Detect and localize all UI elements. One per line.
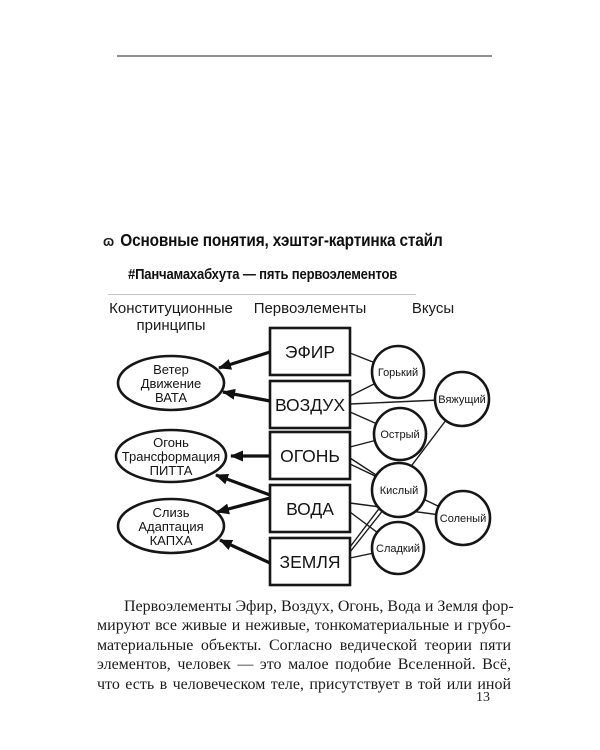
arrow-vozduh-vata (222, 388, 271, 403)
taste-label-ostry: Острый (380, 429, 419, 441)
body-line: материальные объекты. Согласно ведическо… (97, 636, 511, 654)
kapha-line3: КАПХА (150, 533, 193, 548)
kapha-line1: Слизь (153, 505, 190, 520)
taste-circle-vyazhushchy (433, 370, 491, 428)
column-header-principles-line1: Конституционные (109, 300, 233, 317)
vata-line3: ВАТА (155, 390, 187, 405)
element-principle-arrows (215, 350, 271, 565)
element-box-voda (268, 483, 352, 534)
taste-circle-ostry (372, 406, 428, 462)
taste-circle-solyony (434, 489, 492, 547)
arrow-zemlya-kapha (219, 538, 271, 565)
kapha-line2: Адаптация (138, 519, 203, 534)
column-header-principles: Конституционные принципы (90, 300, 252, 334)
body-line: элементов, человек — это малое подобие В… (97, 656, 511, 674)
subtitle-rule (108, 294, 416, 295)
element-box-ogon (268, 430, 352, 481)
column-header-tastes: Вкусы (411, 300, 455, 317)
principle-ellipses: Ветер Движение ВАТА Огонь Трансформация … (114, 354, 228, 555)
header-rule (117, 55, 492, 57)
arrow-voda-kapha (216, 496, 271, 515)
element-box-zemlya (268, 536, 352, 587)
element-box-efir (268, 326, 352, 377)
taste-circle-gorky (370, 344, 426, 400)
element-box-vozduh (268, 379, 352, 430)
taste-label-solyony: Соленый (440, 513, 486, 525)
taste-circle-kisly (370, 461, 428, 519)
pitta-line3: ПИТТА (150, 463, 193, 478)
element-label-voda: ВОДА (286, 499, 334, 519)
section-title: Основные понятия, хэштэг-картинка стайл (120, 230, 443, 250)
element-label-ogon: ОГОНЬ (280, 446, 340, 466)
elements-diagram: ЭФИР ВОЗДУХ ОГОНЬ ВОДА ЗЕМЛЯ Ветер Движе… (114, 326, 492, 587)
column-header-elements: Первоэлементы (253, 300, 367, 317)
principle-ellipse-pitta (114, 428, 228, 484)
body-line: мируют все живые и неживые, тонкоматериа… (97, 617, 511, 635)
section-ornament-icon: ɷ (103, 233, 115, 250)
taste-circles: Горький Вяжущий Острый Кислый Соленый Сл… (370, 344, 492, 576)
page-number: 13 (476, 690, 490, 705)
section-title-row: ɷ Основные понятия, хэштэг-картинка стай… (103, 230, 443, 251)
taste-label-sladky: Сладкий (376, 543, 420, 555)
element-label-vozduh: ВОЗДУХ (275, 395, 345, 415)
taste-label-gorky: Горький (378, 367, 418, 379)
taste-label-vyazhushchy: Вяжущий (438, 394, 486, 406)
element-label-zemlya: ЗЕМЛЯ (280, 552, 341, 572)
body-line: что есть в человеческом теле, присутству… (97, 675, 511, 693)
element-label-efir: ЭФИР (285, 342, 335, 362)
element-boxes: ЭФИР ВОЗДУХ ОГОНЬ ВОДА ЗЕМЛЯ (268, 326, 352, 587)
taste-circle-sladky (370, 520, 426, 576)
arrow-efir-vata (218, 350, 271, 370)
pitta-line1: Огонь (153, 435, 189, 450)
vata-line1: Ветер (153, 362, 189, 377)
arrow-voda-pitta (215, 473, 271, 497)
hashtag-subtitle: #Панчамахабхута — пять первоэлементов (128, 267, 398, 283)
body-paragraph: Первоэлементы Эфир, Воздух, Огонь, Вода … (97, 597, 514, 694)
pitta-line2: Трансформация (122, 449, 220, 464)
principle-ellipse-vata (116, 354, 226, 412)
column-header-principles-line2: принципы (136, 317, 206, 334)
principle-ellipse-kapha (116, 497, 226, 555)
vata-line2: Движение (141, 376, 202, 391)
taste-label-kisly: Кислый (380, 485, 419, 497)
body-line: Первоэлементы Эфир, Воздух, Огонь, Вода … (124, 598, 514, 615)
